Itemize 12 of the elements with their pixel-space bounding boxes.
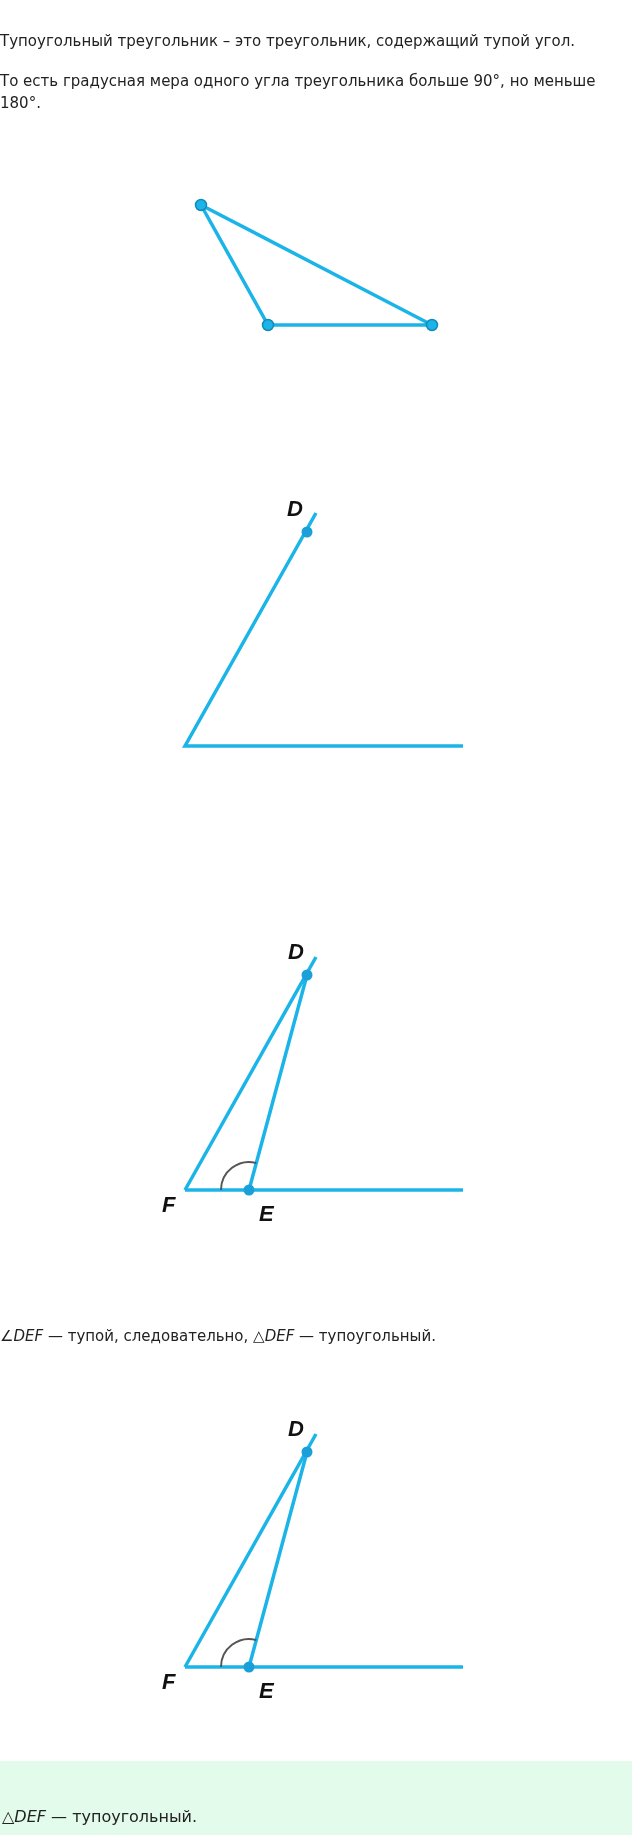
point-label: E <box>259 1202 274 1226</box>
point-label: D <box>288 940 304 964</box>
explanation-text: То есть градусная мера одного угла треугольника больше 90°, но меньше 180°. <box>0 71 597 114</box>
conclusion-text: ∠DEF — тупой, следовательно, △DEF — тупоугольный. <box>0 1326 436 1347</box>
definition-text: Тупоугольный треугольник – это треугольник, содержащий тупой угол. <box>0 31 576 52</box>
point-label: E <box>259 1679 274 1703</box>
point-label: D <box>288 1417 304 1441</box>
point-label: D <box>287 497 303 521</box>
answer-panel <box>0 1761 632 1835</box>
point-label: F <box>162 1193 176 1217</box>
answer-text: △DEF — тупоугольный. <box>2 1807 198 1826</box>
point-label: F <box>162 1670 176 1694</box>
